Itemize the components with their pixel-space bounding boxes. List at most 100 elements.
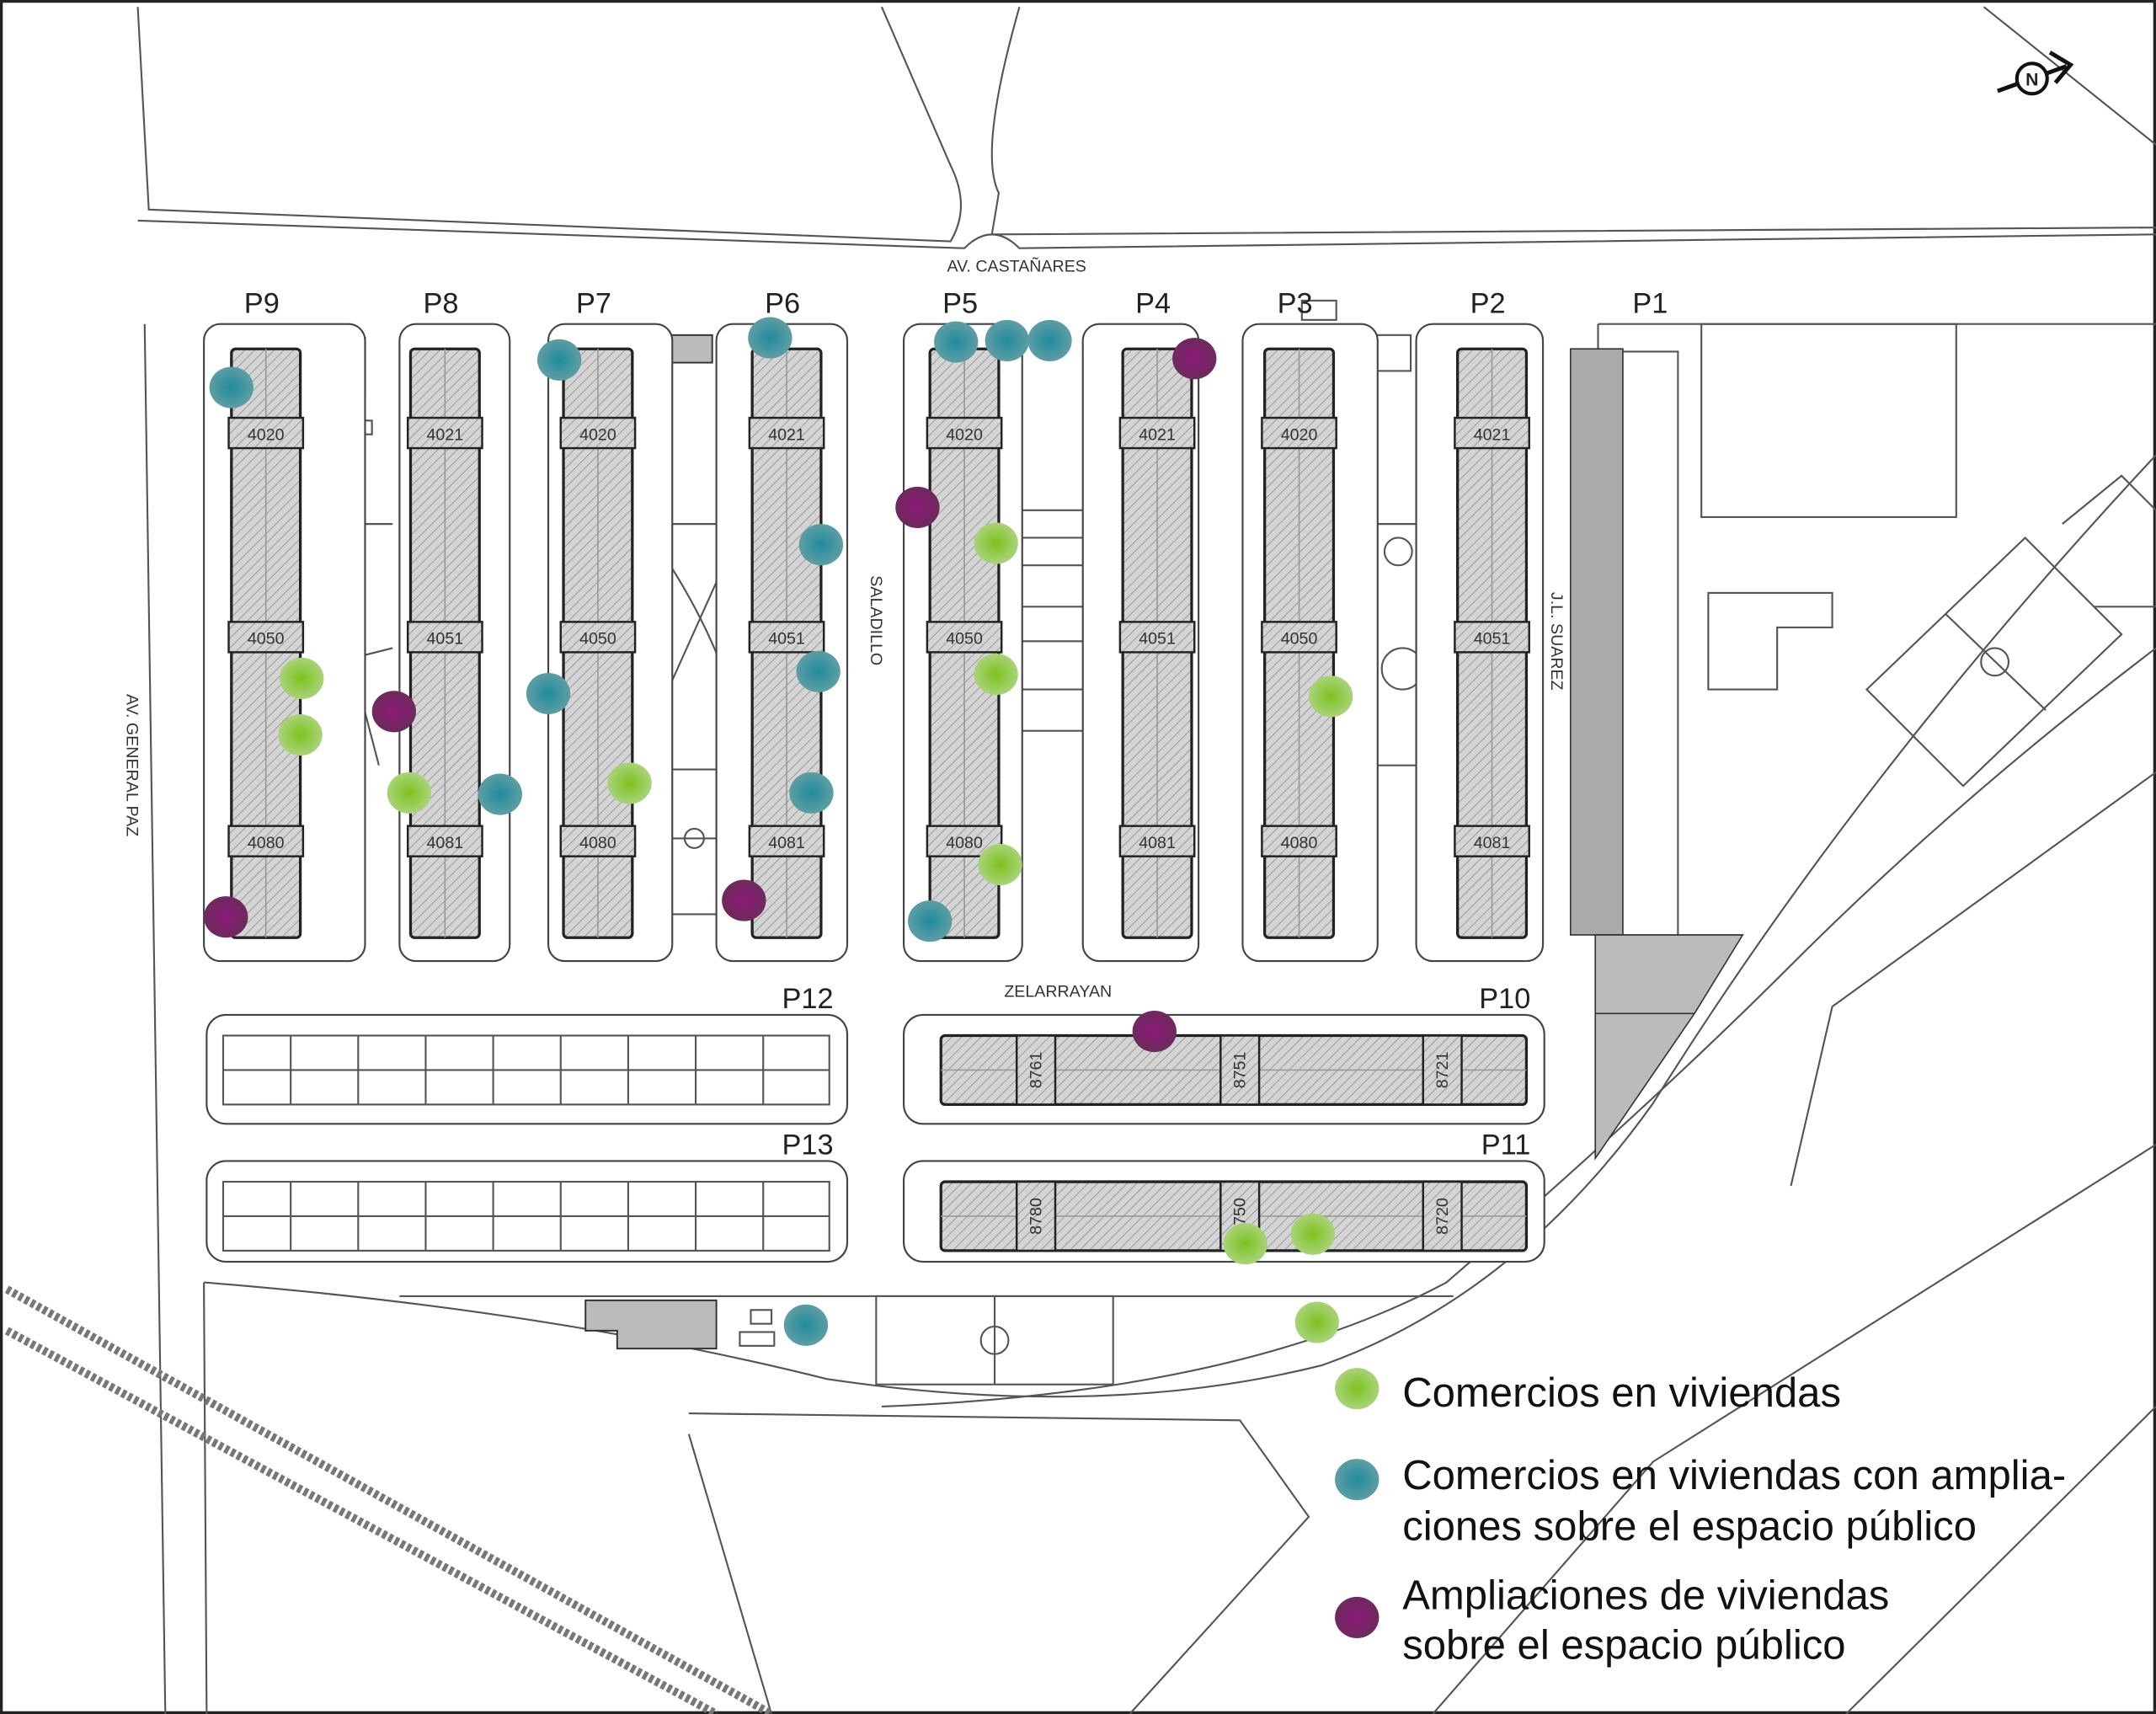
entrance-number: 4081 bbox=[1139, 834, 1176, 852]
entrance-number: 4020 bbox=[248, 425, 285, 444]
entrance-number: 4080 bbox=[946, 834, 983, 852]
block-label: P13 bbox=[782, 1129, 834, 1161]
teal-marker bbox=[209, 366, 253, 408]
entrance-box bbox=[748, 825, 825, 857]
entrance-number: 8761 bbox=[1027, 1052, 1046, 1089]
block-label: P7 bbox=[576, 288, 611, 320]
entrance-box bbox=[559, 825, 637, 857]
entrance-number: 4081 bbox=[1474, 834, 1511, 852]
block-label: P5 bbox=[942, 288, 978, 320]
entrance-number: 8751 bbox=[1231, 1052, 1250, 1089]
legend-label: Comercios en viviendas con amplia- bbox=[1402, 1453, 2066, 1498]
entrance-number: 4051 bbox=[1139, 630, 1176, 649]
teal-marker bbox=[907, 900, 953, 942]
entrance-box bbox=[559, 416, 637, 450]
entrance-box bbox=[1261, 416, 1337, 450]
entrance-box bbox=[227, 621, 305, 654]
tower-p2: 4021 4051 4081 P2 bbox=[1415, 288, 1545, 963]
entrance-number: 4080 bbox=[1281, 834, 1318, 852]
green-marker bbox=[1290, 1213, 1336, 1255]
entrance-number: 4021 bbox=[1139, 425, 1176, 444]
tower-p9: 4020 4050 4080 P9 bbox=[203, 288, 366, 963]
teal-marker bbox=[536, 339, 582, 381]
purple-marker bbox=[722, 879, 766, 921]
entrance-box bbox=[1422, 1180, 1463, 1252]
entrance-number: 4051 bbox=[1474, 630, 1511, 649]
block-p12: P12 bbox=[205, 983, 849, 1125]
purple-marker bbox=[371, 691, 417, 733]
tower-p8: 4021 4051 4081 P8 bbox=[398, 288, 511, 963]
entrance-box bbox=[1118, 416, 1196, 450]
entrance-number: 4050 bbox=[946, 630, 983, 649]
entrance-box bbox=[406, 416, 483, 450]
entrance-box bbox=[1454, 416, 1530, 450]
teal-marker bbox=[934, 321, 979, 363]
block-label: P9 bbox=[244, 288, 280, 320]
teal-marker bbox=[1027, 319, 1072, 361]
teal-marker bbox=[478, 773, 522, 815]
entrance-number: 4050 bbox=[1281, 630, 1318, 649]
entrance-box bbox=[406, 825, 483, 857]
entrance-number: 4050 bbox=[248, 630, 285, 649]
street-general-paz: AV. GENERAL PAZ bbox=[122, 694, 141, 836]
block-label: P11 bbox=[1481, 1129, 1531, 1161]
legend-item-teal: Comercios en viviendas con amplia-ciones… bbox=[1335, 1453, 2066, 1550]
street-zelarrayan: ZELARRAYAN bbox=[1004, 983, 1112, 1001]
north-arrow-icon: N bbox=[1997, 51, 2074, 96]
legend-label: Comercios en viviendas bbox=[1402, 1370, 1841, 1416]
entrance-number: 4051 bbox=[427, 630, 464, 649]
street-suarez: J.L. SUAREZ bbox=[1547, 592, 1566, 691]
legend-label: sobre el espacio público bbox=[1402, 1622, 1845, 1668]
p1-building bbox=[1569, 348, 1624, 936]
teal-marker bbox=[789, 772, 834, 814]
green-marker bbox=[974, 654, 1018, 696]
entrance-box bbox=[406, 621, 483, 654]
entrance-number: 4021 bbox=[1474, 425, 1511, 444]
entrance-box bbox=[559, 621, 637, 654]
green-marker bbox=[280, 657, 324, 700]
block-label: P4 bbox=[1135, 288, 1171, 320]
block-label: P8 bbox=[423, 288, 458, 320]
block-p13: P13 bbox=[205, 1129, 849, 1263]
green-marker bbox=[978, 843, 1022, 886]
entrance-box bbox=[748, 416, 825, 450]
entrance-number: 4021 bbox=[768, 425, 805, 444]
entrance-box bbox=[926, 416, 1003, 450]
purple-marker bbox=[1172, 338, 1217, 380]
teal-marker bbox=[783, 1304, 829, 1346]
entrance-number: 4021 bbox=[427, 425, 464, 444]
entrance-number: 8720 bbox=[1433, 1198, 1452, 1235]
teal-marker bbox=[526, 672, 571, 715]
teal-marker bbox=[748, 317, 792, 359]
entrance-number: 4020 bbox=[946, 425, 983, 444]
teal-marker-icon bbox=[1335, 1459, 1380, 1501]
teal-marker bbox=[985, 319, 1029, 361]
entrance-number: 4020 bbox=[579, 425, 616, 444]
entrance-box bbox=[1454, 621, 1530, 654]
entrance-box bbox=[926, 621, 1003, 654]
block-label: P2 bbox=[1470, 288, 1506, 320]
lot-outline bbox=[205, 1160, 849, 1263]
entrance-box bbox=[1118, 621, 1196, 654]
map-markers bbox=[204, 317, 1353, 1346]
legend-item-green: Comercios en viviendas bbox=[1335, 1368, 1841, 1416]
legend-label: ciones sobre el espacio público bbox=[1402, 1504, 1977, 1550]
green-marker-icon bbox=[1335, 1368, 1380, 1410]
entrance-number: 8721 bbox=[1433, 1052, 1452, 1089]
street-saladillo: SALADILLO bbox=[867, 575, 885, 665]
tower-p4: 4021 4051 4081 P4 bbox=[1081, 288, 1200, 963]
entrance-box bbox=[1015, 1180, 1057, 1252]
entrance-number: 4080 bbox=[248, 834, 285, 852]
block-label: P10 bbox=[1479, 983, 1530, 1015]
entrance-number: 4081 bbox=[427, 834, 464, 852]
purple-marker-icon bbox=[1335, 1596, 1380, 1638]
green-marker bbox=[387, 772, 431, 814]
entrance-box bbox=[1219, 1034, 1261, 1106]
svg-text:N: N bbox=[2025, 69, 2038, 89]
green-marker bbox=[1294, 1301, 1339, 1343]
